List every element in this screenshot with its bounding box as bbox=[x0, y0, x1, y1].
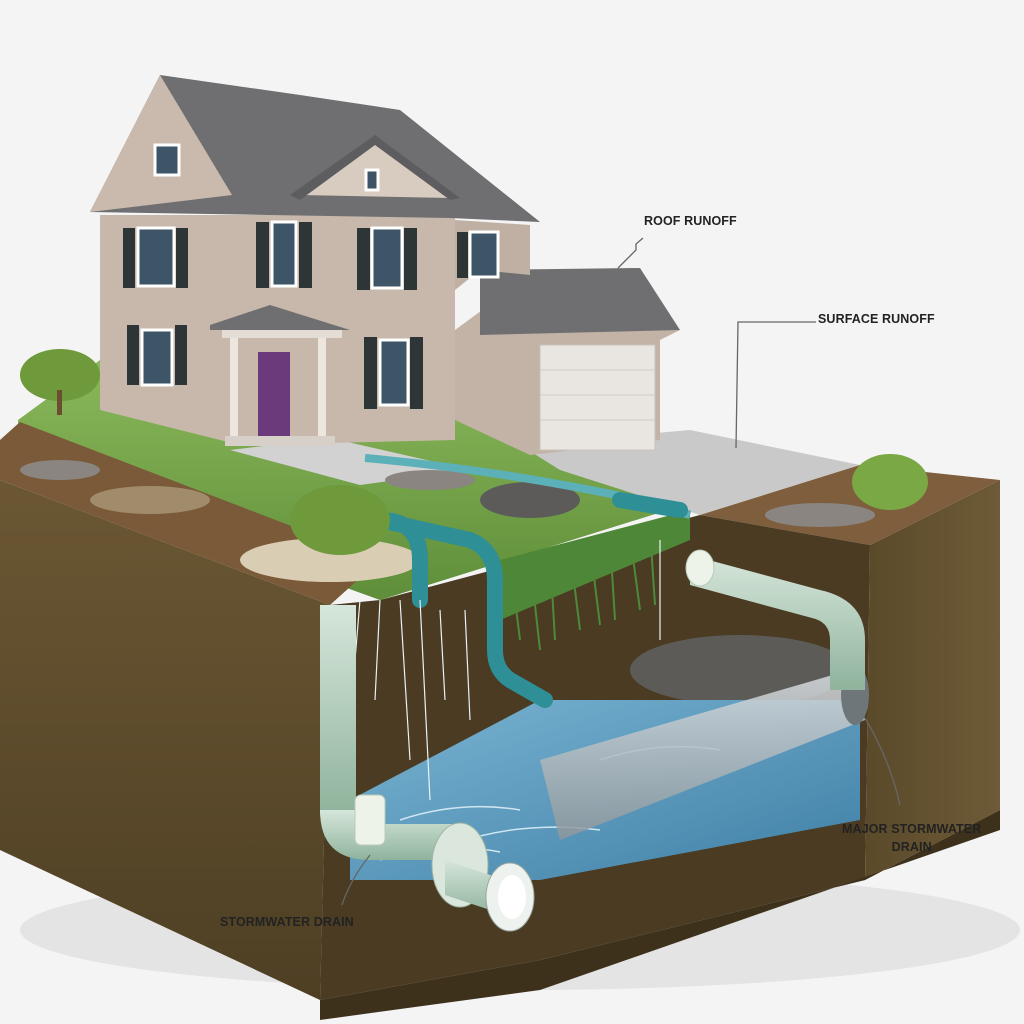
major-stormwater-drain-label: MAJOR STORMWATER DRAIN bbox=[842, 820, 981, 856]
house bbox=[90, 75, 680, 455]
roof-runoff-label: ROOF RUNOFF bbox=[644, 214, 737, 228]
front-door bbox=[258, 352, 290, 436]
surface-runoff-label: SURFACE RUNOFF bbox=[818, 312, 935, 326]
soil-front-face bbox=[0, 480, 330, 1000]
major-stormwater-drain-label-line2: DRAIN bbox=[891, 840, 932, 854]
bushes bbox=[20, 349, 928, 555]
soil-bottom-edge bbox=[320, 810, 1000, 1020]
right-elbow-pipe bbox=[685, 549, 865, 690]
soil-right-face bbox=[865, 480, 1000, 880]
stormwater-drain-pipe bbox=[320, 605, 535, 932]
stormwater-drain-label: STORMWATER DRAIN bbox=[220, 915, 354, 929]
driveway bbox=[520, 430, 860, 515]
major-stormwater-drain-label-line1: MAJOR STORMWATER bbox=[842, 822, 982, 836]
grass-edge bbox=[500, 510, 690, 620]
callout-lines bbox=[341, 237, 901, 906]
